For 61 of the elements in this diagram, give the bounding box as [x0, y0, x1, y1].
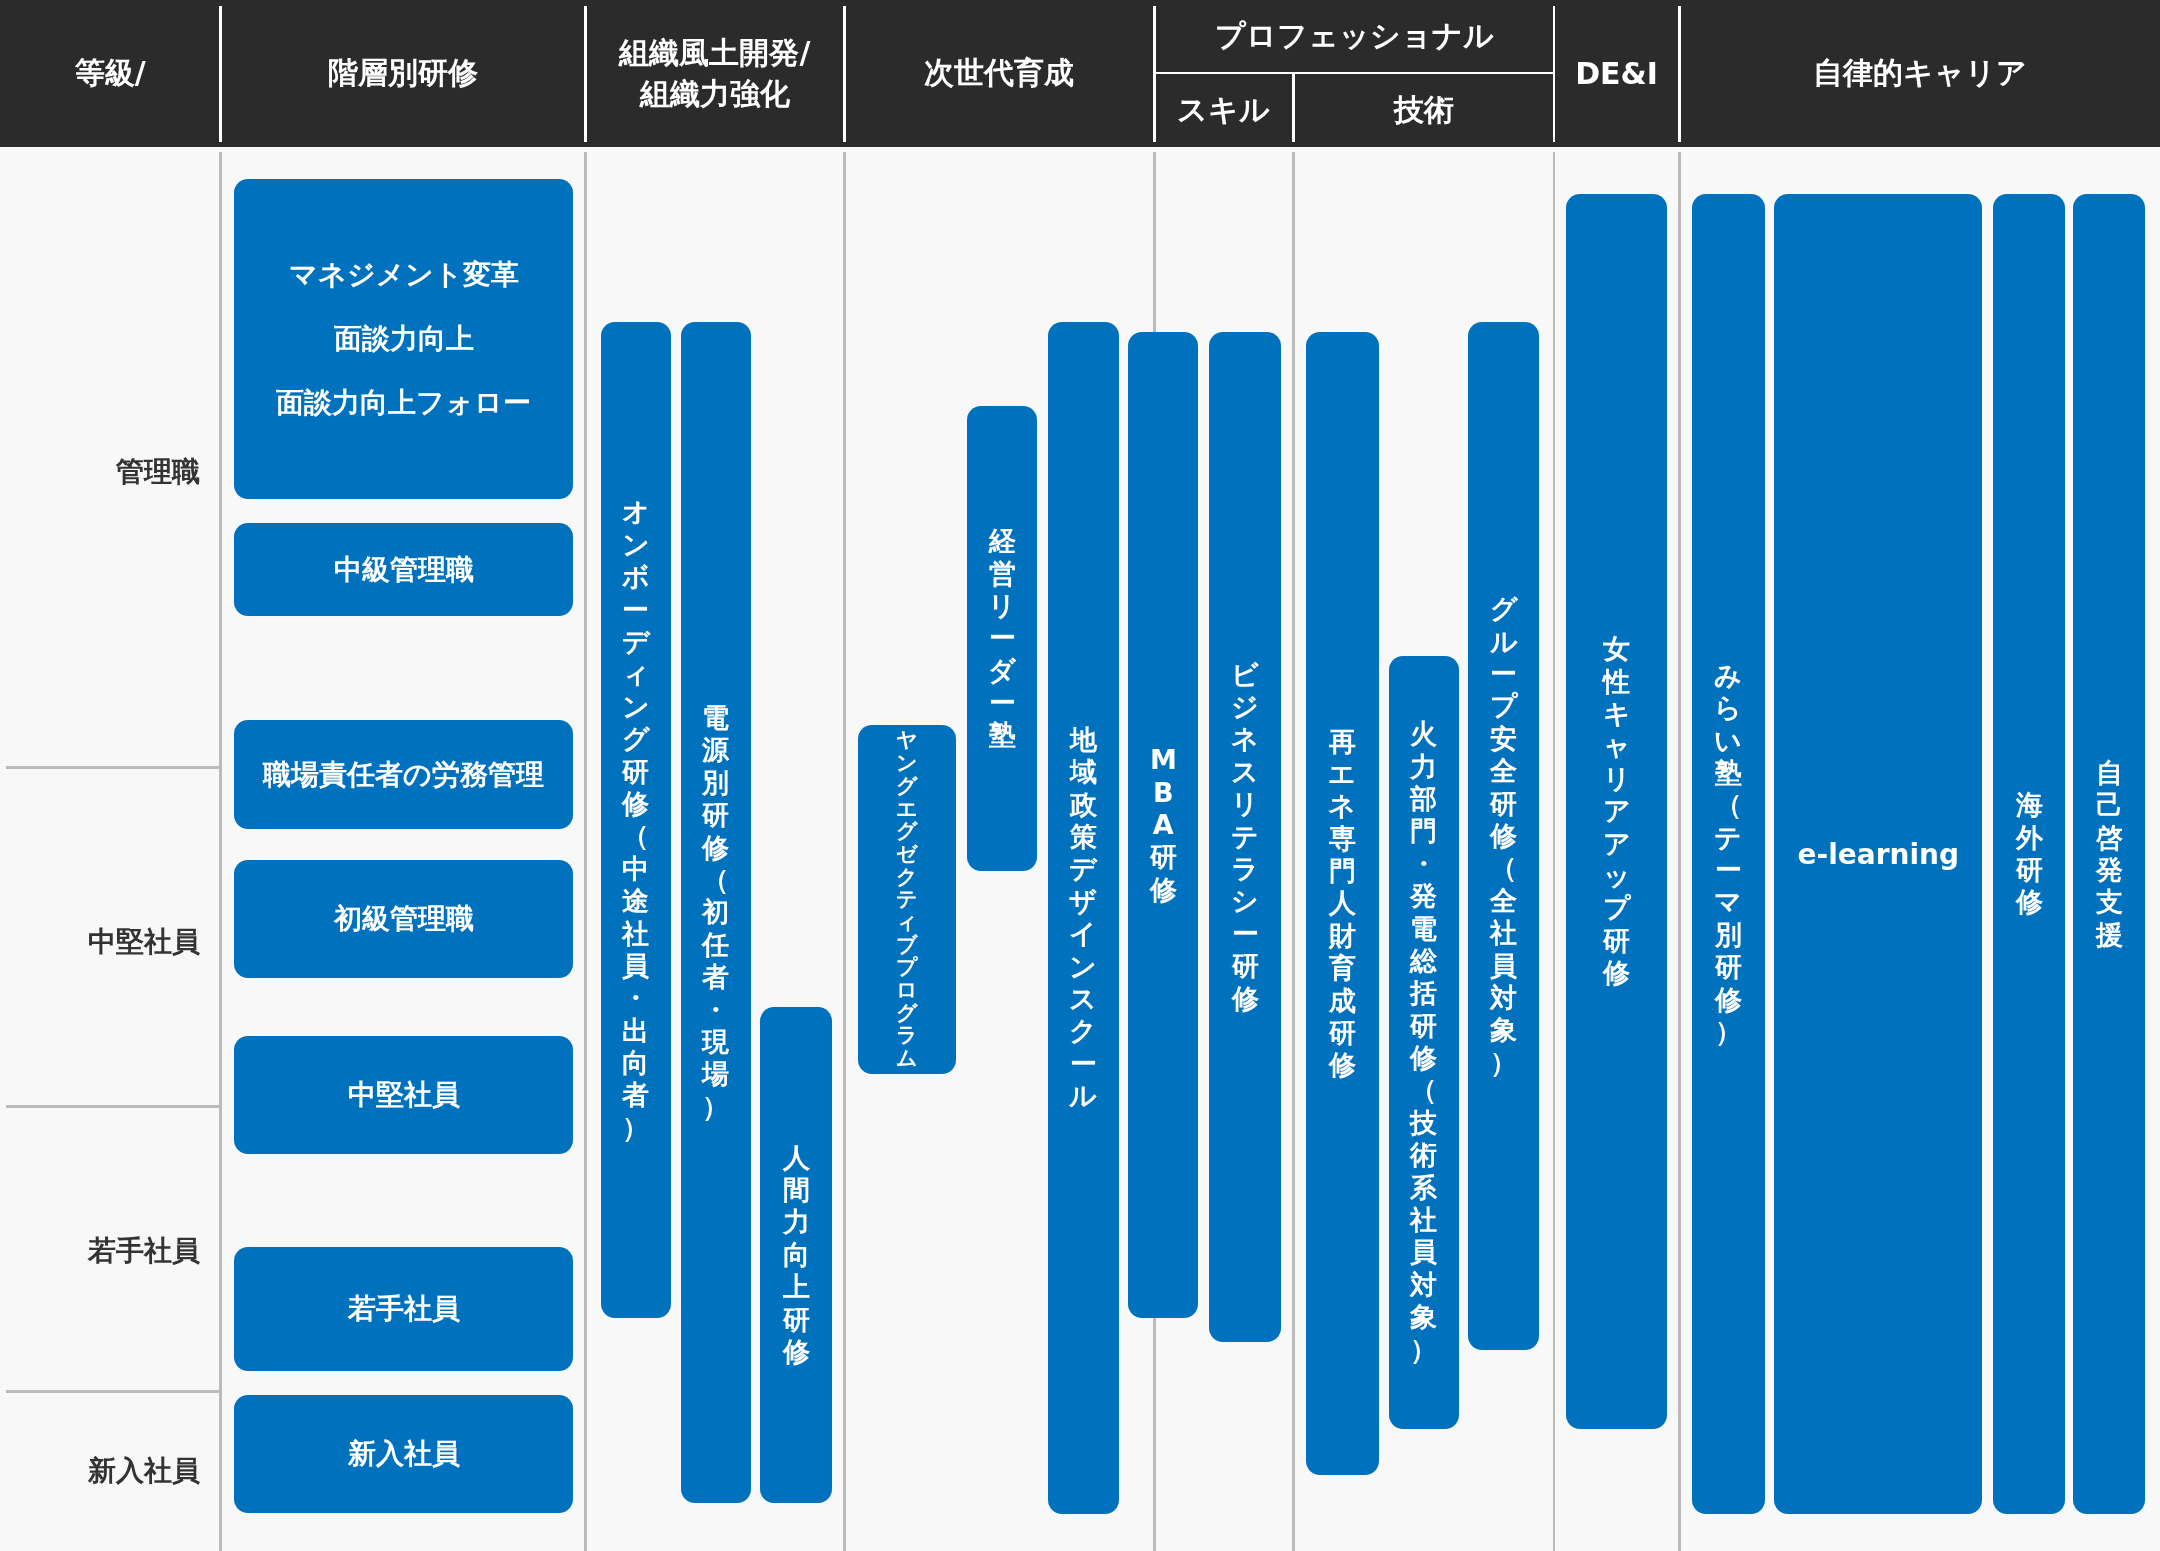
training-name: グループ安全研修（全社員対象）: [1488, 593, 1519, 1080]
training-name: 若手社員: [347, 1290, 460, 1327]
column-header: 自律的キャリア: [1812, 54, 2027, 93]
training-bar: [760, 1007, 833, 1503]
training-name: 地域政策デザインスクール: [1068, 723, 1099, 1113]
training-name: 職場責任者の労務管理: [263, 756, 545, 793]
training-name: 火力部門・発電総括研修（技術系社員対象）: [1408, 718, 1439, 1366]
training-bar: [234, 1395, 574, 1513]
training-name: 人間力向上研修: [781, 1141, 811, 1369]
training-name: ビジネスリテラシー研修: [1230, 658, 1261, 1015]
training-bar: [234, 859, 574, 979]
training-bar: [1209, 332, 1282, 1342]
training-name: MBA研修: [1148, 744, 1178, 907]
training-name: e-learning: [1797, 837, 1959, 871]
training-bar: [234, 179, 574, 499]
training-name: 面談力向上フォロー: [276, 384, 532, 421]
training-name: 新入社員: [347, 1436, 460, 1472]
column-header: スキル: [1177, 90, 1271, 129]
training-bar: [967, 406, 1038, 871]
training-name: 経営リーダー塾: [987, 525, 1018, 752]
training-name: みらい塾（テーマ別研修）: [1713, 659, 1744, 1049]
training-bar: [1305, 332, 1379, 1476]
grade-label: 新入社員: [87, 1453, 200, 1490]
training-name: 電源別研修（初任者・現場）: [700, 702, 731, 1124]
training-name: 初級管理職: [333, 900, 474, 937]
training-bar: [234, 1035, 574, 1155]
training-bar: [1128, 332, 1199, 1319]
training-bar: [1691, 194, 1765, 1514]
training-bar: [1388, 655, 1459, 1429]
training-name: 自己啓発支援: [2094, 756, 2124, 952]
training-name: 再エネ専門人財育成研修: [1327, 725, 1358, 1082]
training-bar: [1993, 194, 2065, 1514]
training-bar: [858, 724, 956, 1075]
column-header: 技術: [1393, 90, 1454, 129]
training-name: 海外研修: [2014, 789, 2044, 919]
training-name: オンボーディング研修（中途社員・出向者）: [620, 496, 652, 1145]
training-bar: [1566, 194, 1667, 1429]
column-header: 等級/: [74, 54, 146, 93]
training-bar: [600, 322, 671, 1319]
training-name: 面談力向上: [333, 320, 474, 357]
training-bar: [234, 720, 574, 830]
training-bar: [234, 1246, 574, 1371]
grade-label: 管理職: [115, 454, 200, 491]
training-name: 中級管理職: [333, 551, 474, 588]
training-name: マネジメント変革: [288, 256, 519, 293]
column-header: DE&I: [1575, 56, 1658, 92]
training-bar: [2073, 194, 2145, 1514]
training-name: ヤングエグゼクティブプログラム: [895, 729, 920, 1070]
training-bar: [1774, 194, 1983, 1514]
training-bar: [1048, 322, 1119, 1514]
grade-label: 中堅社員: [87, 924, 200, 961]
training-bar: [1468, 322, 1539, 1350]
grade-label: 若手社員: [87, 1232, 200, 1269]
column-header: 階層別研修: [327, 54, 478, 93]
training-name: 女性キャリアアップ研修: [1601, 633, 1632, 990]
training-bar: [680, 322, 751, 1503]
column-header: プロフェッショナル: [1214, 17, 1494, 55]
training-bar: [234, 523, 574, 616]
column-header: 組織風土開発/組織力強化: [617, 33, 812, 113]
column-header: 次世代育成: [924, 54, 1075, 93]
training-name: 中堅社員: [347, 1077, 460, 1114]
